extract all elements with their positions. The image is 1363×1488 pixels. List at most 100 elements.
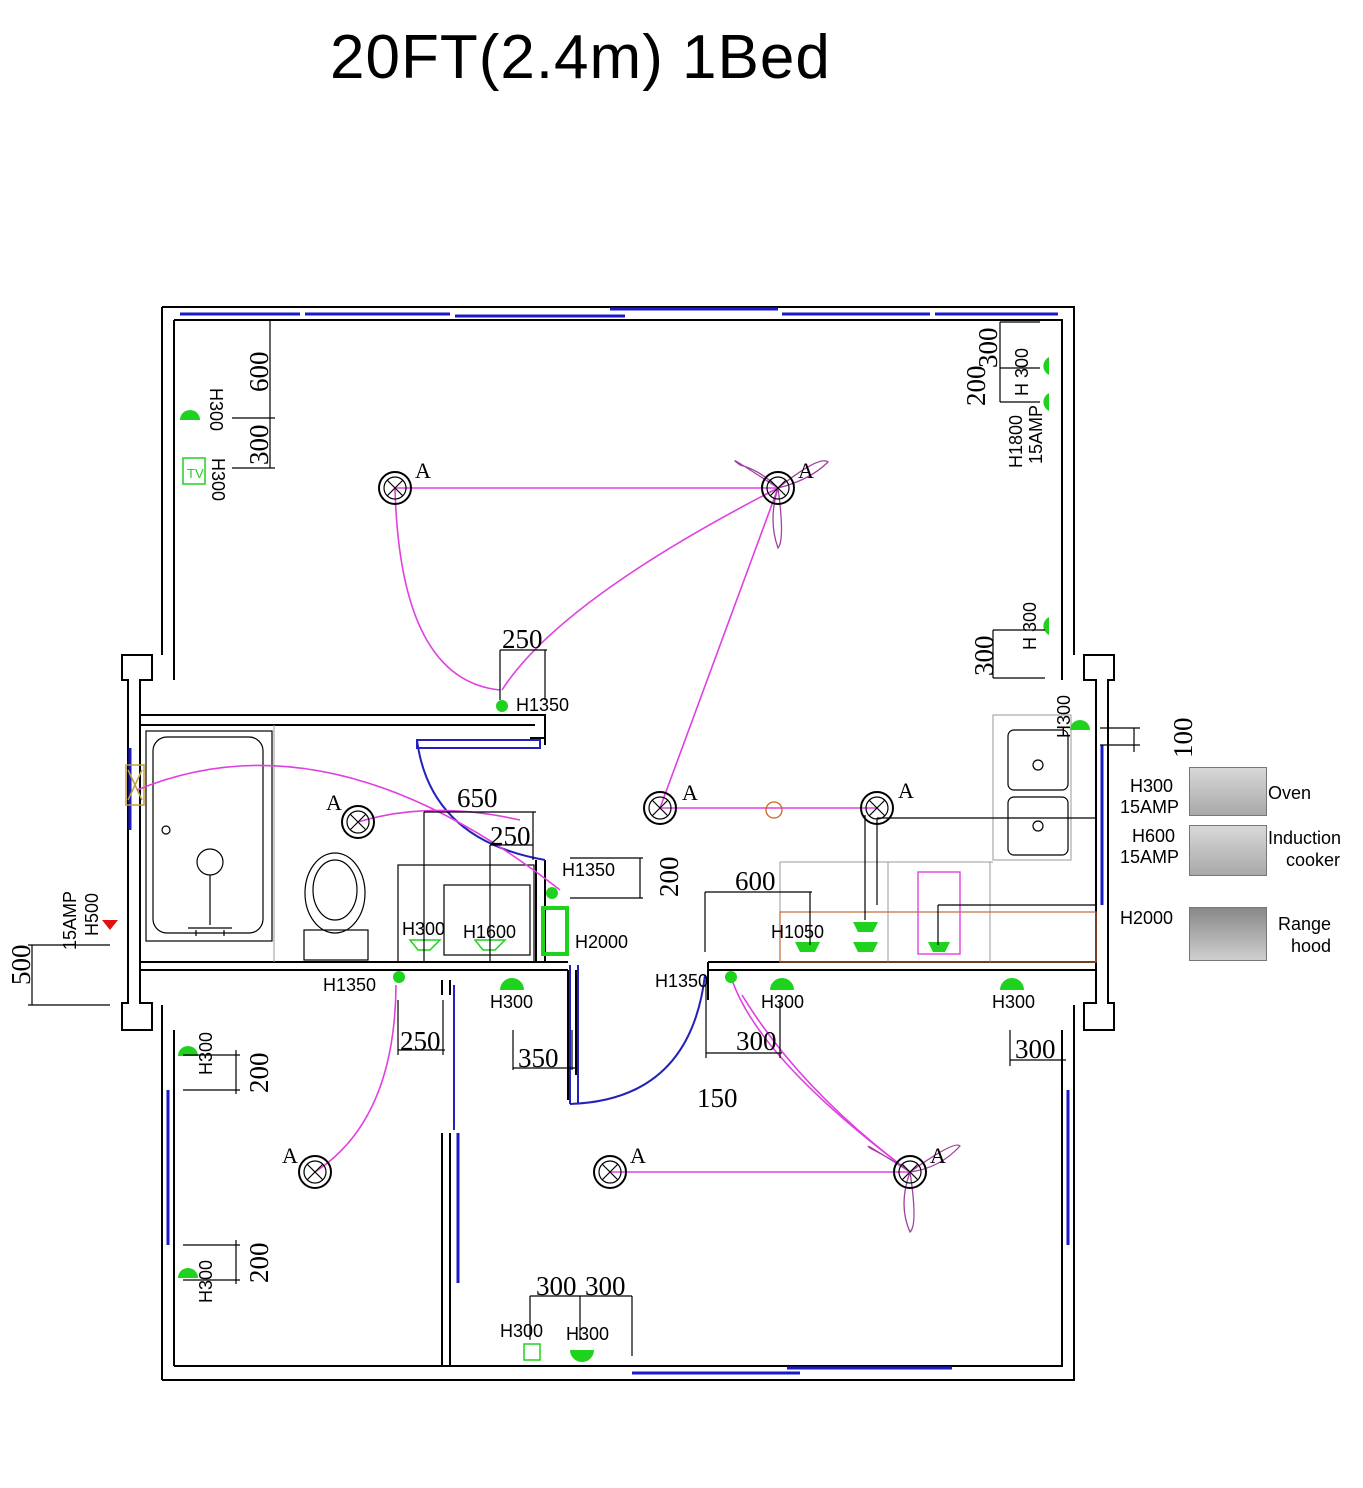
legend-oven-spec2: 15AMP	[1120, 797, 1180, 817]
dim-300-right: 300	[969, 636, 999, 677]
ceiling-fans	[734, 460, 961, 1234]
height-tl1: H300	[206, 388, 226, 431]
legend-cooker-spec2: 15AMP	[1120, 847, 1180, 867]
height-bb1: H300	[500, 1321, 543, 1341]
socket-bath1	[408, 939, 442, 951]
light-marker-1: A	[415, 458, 431, 483]
dim-300-topright: 300	[973, 328, 1003, 369]
light-marker-4: A	[682, 780, 698, 805]
light-4	[643, 791, 677, 825]
wiring	[136, 487, 911, 1173]
height-bed2: H300	[490, 992, 533, 1012]
height-k2: H1350	[655, 971, 708, 991]
light-8	[893, 1155, 927, 1189]
light-marker-6: A	[282, 1143, 298, 1168]
dim-300-left: 300	[244, 425, 274, 466]
height-tr2: H1800	[1006, 415, 1026, 468]
light-marker-8: A	[930, 1143, 946, 1168]
kitchen-fixtures	[779, 714, 1097, 963]
cooker-socket-image	[1189, 825, 1267, 876]
legend-cooker-label1: Induction	[1268, 828, 1342, 848]
height-right: H300	[1054, 695, 1074, 738]
dim-250-bath: 250	[490, 821, 531, 851]
height-tr3: 15AMP	[1026, 405, 1046, 464]
height-tr4: H 300	[1020, 602, 1040, 650]
dim-200-bl2: 200	[244, 1243, 274, 1284]
legend-hood-label2: hood	[1291, 936, 1332, 956]
switch-kitchen	[725, 971, 737, 983]
light-7	[593, 1155, 627, 1189]
switch-bed	[393, 971, 405, 983]
dim-250-center: 250	[502, 624, 543, 654]
dim-300-bb1: 300	[536, 1271, 577, 1301]
socket-bed-top	[500, 978, 524, 990]
height-center: H1350	[516, 695, 569, 715]
legend-hood-spec1: H2000	[1120, 908, 1174, 928]
height-k3: H300	[761, 992, 804, 1012]
light-marker-2: A	[798, 458, 814, 483]
light-marker-7: A	[630, 1143, 646, 1168]
socket-k5	[853, 922, 878, 932]
dim-250-bed: 250	[400, 1026, 441, 1056]
bathroom-fixtures	[125, 730, 535, 963]
dim-500: 500	[6, 945, 36, 986]
height-left1: 15AMP	[60, 891, 80, 950]
height-bed1: H1350	[323, 975, 376, 995]
dim-200-door: 200	[654, 857, 684, 898]
socket-k4	[853, 942, 878, 952]
light-marker-5: A	[898, 778, 914, 803]
height-bl1: H300	[196, 1032, 216, 1075]
plan-title: 20FT(2.4m) 1Bed	[330, 23, 831, 92]
dim-300-kitchen: 300	[736, 1026, 777, 1056]
legend-oven-spec1: H300	[1130, 776, 1174, 796]
legend-cooker-spec1: H600	[1132, 826, 1176, 846]
light-marker-3: A	[326, 790, 342, 815]
dimension-lines	[28, 319, 1140, 1356]
height-bl2: H300	[196, 1260, 216, 1303]
alert-socket	[102, 920, 118, 930]
height-bb2: H300	[566, 1324, 609, 1344]
tv-outlet-top	[182, 457, 206, 485]
bath-heater	[541, 906, 569, 956]
height-k4: H300	[992, 992, 1035, 1012]
height-k1: H1050	[771, 922, 824, 942]
dim-150: 150	[697, 1083, 738, 1113]
smoke-detector	[765, 801, 783, 819]
height-bath1: H1350	[562, 860, 615, 880]
tv-label: TV	[187, 466, 204, 481]
legend-cooker-label2: cooker	[1286, 850, 1341, 870]
socket-tr2	[1043, 393, 1049, 411]
dim-650: 650	[457, 783, 498, 813]
socket-k2	[1000, 978, 1024, 990]
socket-r	[1070, 720, 1090, 730]
height-bath4: H2000	[575, 932, 628, 952]
socket-bl1	[178, 1046, 198, 1056]
height-tr1: H 300	[1012, 348, 1032, 396]
dim-350: 350	[518, 1043, 559, 1073]
hood-socket-image	[1189, 907, 1267, 961]
socket-bb	[570, 1350, 594, 1362]
dim-100: 100	[1168, 718, 1198, 759]
legend-oven-label: Oven	[1268, 783, 1312, 803]
light-3	[341, 805, 375, 839]
windows	[128, 307, 1104, 1375]
sockets	[102, 357, 1090, 1362]
dim-300-bb2: 300	[585, 1271, 626, 1301]
dim-200-topright: 200	[961, 366, 991, 407]
tv-outlet-bottom	[523, 1343, 541, 1361]
switch-bath	[546, 887, 558, 899]
dim-200-bl1: 200	[244, 1053, 274, 1094]
socket-k6	[928, 942, 950, 952]
socket-k3	[795, 942, 820, 952]
dim-300-right-bottom: 300	[1015, 1034, 1056, 1064]
oven-socket-image	[1189, 767, 1267, 816]
light-1	[378, 471, 412, 505]
interior-walls	[140, 714, 1096, 1366]
socket-tr1	[1043, 357, 1049, 375]
socket-tr3	[1043, 617, 1049, 635]
light-2	[761, 471, 795, 505]
switch-center	[496, 700, 508, 712]
outer-walls	[121, 306, 1115, 1381]
height-bath2: H300	[402, 919, 445, 939]
